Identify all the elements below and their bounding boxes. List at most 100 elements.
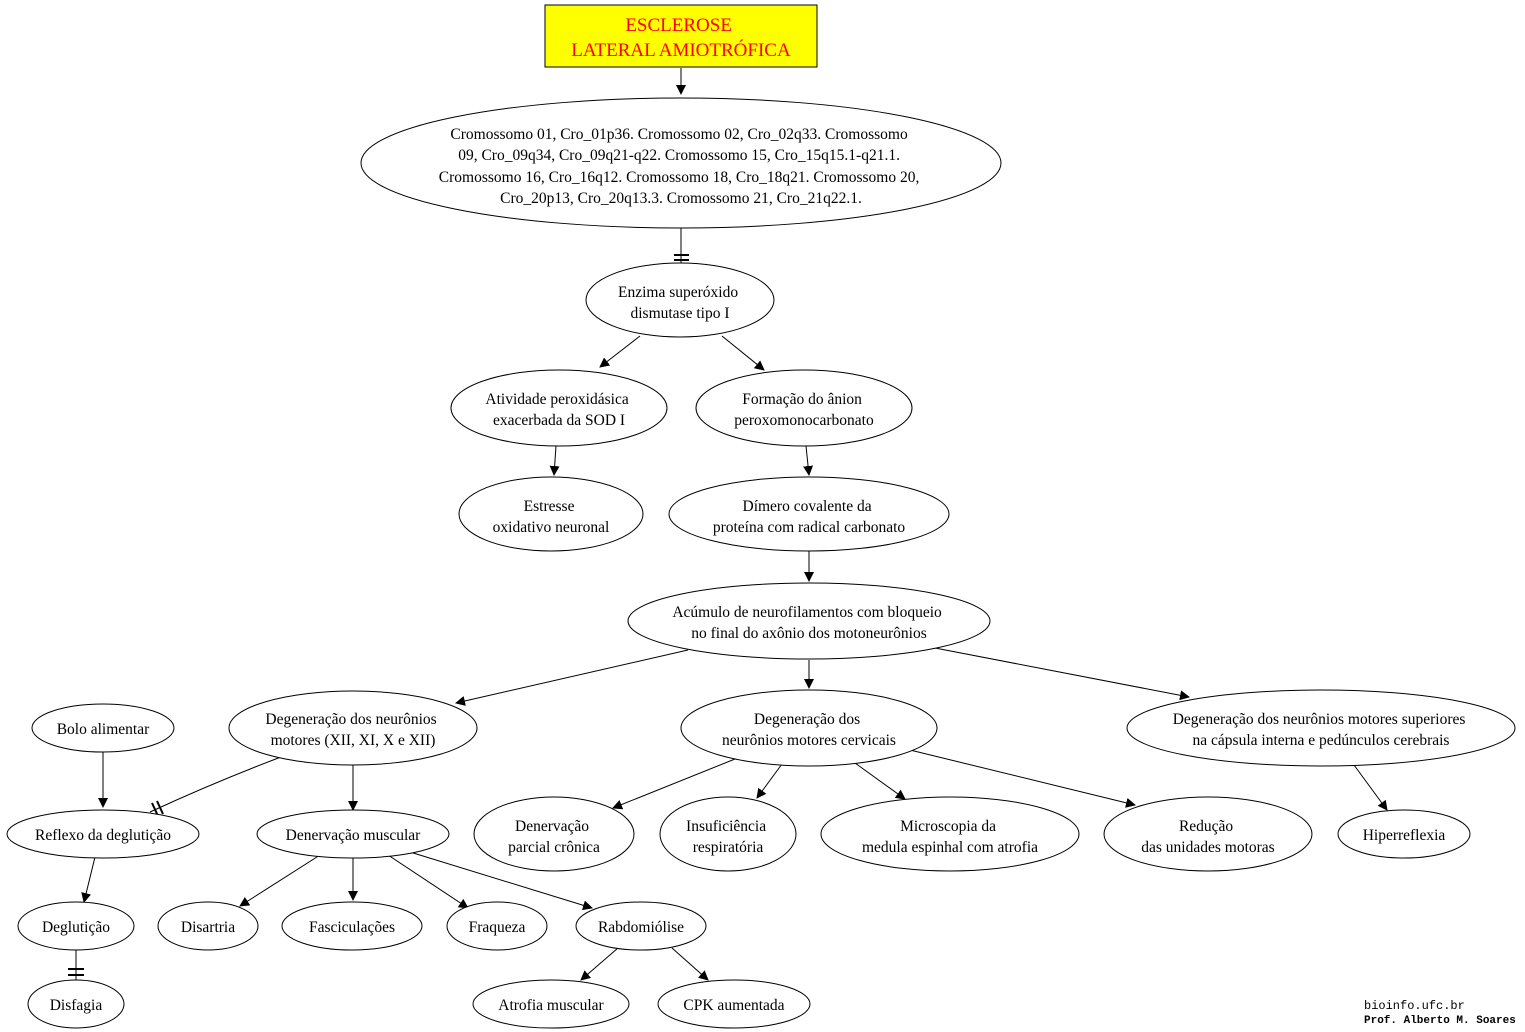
node-label-line: peroxomonocarbonato: [734, 412, 874, 429]
node-degen-cervical: Degeneração dos neurônios motores cervic…: [680, 689, 938, 767]
node-label-line: Atividade peroxidásica: [485, 391, 628, 408]
svg-text:Microscopia da medula: Microscopia da medula espinhal com atrof…: [862, 818, 1038, 856]
node-label-line: Denervação muscular: [286, 827, 422, 844]
node-label-line: no final do axônio dos motoneurônios: [691, 625, 927, 642]
node-shape: [446, 901, 548, 951]
footer: bioinfo.ufc.br Prof. Alberto M. Soares: [1364, 999, 1516, 1027]
node-shape: [585, 262, 775, 338]
node-shape: [668, 476, 950, 552]
edge-degen-cervical-reduction: [909, 749, 1136, 808]
node-label-line: Disartria: [181, 919, 235, 936]
node-shape: [458, 476, 644, 552]
node-shape: [6, 809, 200, 859]
svg-text:Deglutição: Deglutição: [42, 919, 110, 936]
svg-text:Rabdomiólise: Rabdomiólise: [598, 919, 684, 936]
node-shape: [1337, 809, 1471, 859]
node-weakness: Fraqueza: [446, 901, 548, 951]
node-label-line: Cromossomo 01, Cro_01p36. Cromossomo 02,…: [450, 126, 908, 143]
node-label-line: Fraqueza: [469, 919, 526, 936]
node-label-line: Microscopia da: [900, 818, 996, 835]
svg-text:Disartria: Disartria: [181, 919, 235, 936]
node-shape: [820, 796, 1080, 872]
node-label-line: Cro_20p13, Cro_20q13.3. Cromossomo 21, C…: [500, 190, 862, 207]
node-label-line: oxidativo neuronal: [493, 519, 610, 536]
node-swallowing: Deglutição: [17, 901, 135, 951]
node-label-line: Rabdomiólise: [598, 919, 684, 936]
node-hyperreflexia: Hiperreflexia: [1337, 809, 1471, 859]
node-label-line: Degeneração dos neurônios motores superi…: [1173, 711, 1466, 728]
title-line: LATERAL AMIOTRÓFICA: [571, 39, 791, 61]
node-shape: [31, 703, 175, 753]
edge-degen-cervical-microscopy: [854, 762, 906, 800]
node-respiratory: Insuficiência respiratória: [659, 796, 797, 872]
node-title: ESCLEROSE LATERAL AMIOTRÓFICA: [544, 4, 818, 68]
edge-denervation-dysarthria: [239, 854, 321, 907]
node-dysarthria: Disartria: [157, 901, 259, 951]
node-shape: [1103, 796, 1313, 872]
node-label-line: 09, Cro_09q34, Cro_09q21-q22. Cromossomo…: [458, 147, 900, 164]
node-label-line: Redução: [1179, 818, 1233, 835]
svg-text:Bolo alimentar: Bolo alimentar: [57, 721, 150, 738]
footer-author: Prof. Alberto M. Soares: [1364, 1015, 1516, 1027]
node-shape: [659, 796, 797, 872]
node-dysphagia: Disfagia: [27, 979, 125, 1029]
node-label-line: exacerbada da SOD I: [493, 412, 625, 429]
node-dimer: Dímero covalente da proteína com radical…: [668, 476, 950, 552]
node-shape: [450, 369, 668, 447]
node-microscopy: Microscopia da medula espinhal com atrof…: [820, 796, 1080, 872]
node-shape: [657, 979, 811, 1029]
edge-denervation-weakness: [387, 854, 469, 909]
node-label-line: Disfagia: [50, 997, 103, 1014]
node-label-line: Deglutição: [42, 919, 110, 936]
nodes: ESCLEROSE LATERAL AMIOTRÓFICA Cromossomo…: [6, 4, 1516, 1029]
node-label-line: Denervação: [515, 818, 589, 835]
svg-text:Reflexo da deglutição: Reflexo da deglutição: [35, 827, 171, 844]
node-label-line: Hiperreflexia: [1363, 827, 1446, 844]
edge-enzyme-peroxidase: [599, 335, 641, 368]
svg-text:Hiperreflexia: Hiperreflexia: [1363, 827, 1446, 844]
node-label-line: das unidades motoras: [1141, 839, 1274, 856]
node-atrophy: Atrofia muscular: [472, 979, 630, 1029]
edges: [68, 68, 1388, 981]
node-label-line: Enzima superóxido: [618, 284, 738, 301]
node-shape: [281, 901, 423, 951]
node-shape: [17, 901, 135, 951]
node-reflex: Reflexo da deglutição: [6, 809, 200, 859]
svg-text:Atividade peroxidásica: Atividade peroxidásica exacerbada da SOD…: [485, 391, 632, 429]
node-shape: [27, 979, 125, 1029]
node-label-line: Cromossomo 16, Cro_16q12. Cromossomo 18,…: [439, 169, 920, 186]
edge-rhabdo-atrophy: [580, 947, 619, 981]
node-reduction: Redução das unidades motoras: [1103, 796, 1313, 872]
node-label-line: Atrofia muscular: [498, 997, 604, 1014]
svg-text:Fraqueza: Fraqueza: [469, 919, 526, 936]
svg-text:Enzima superóxido dism: Enzima superóxido dismutase tipo I: [618, 284, 742, 322]
node-label-line: Estresse: [524, 498, 575, 515]
node-anion: Formação do ânion peroxomonocarbonato: [695, 369, 913, 447]
svg-text:Redução das unidades m: Redução das unidades motoras: [1141, 818, 1274, 856]
node-enzyme: Enzima superóxido dismutase tipo I: [585, 262, 775, 338]
node-shape: [360, 97, 1002, 229]
svg-text:Dímero covalente da pr: Dímero covalente da proteína com radical…: [713, 498, 906, 536]
edge-accumulation-degen-upper: [934, 647, 1190, 701]
svg-text:Atrofia muscular: Atrofia muscular: [498, 997, 604, 1014]
title-box: [544, 4, 818, 68]
edge-enzyme-anion: [721, 335, 765, 371]
node-chromosomes: Cromossomo 01, Cro_01p36. Cromossomo 02,…: [360, 97, 1002, 229]
node-shape: [575, 901, 707, 951]
node-shape: [627, 582, 991, 660]
svg-text:Disfagia: Disfagia: [50, 997, 103, 1014]
edge-degen-motor-reflex: [149, 756, 282, 813]
svg-text:Denervação muscular: Denervação muscular: [286, 827, 422, 844]
node-label-line: respiratória: [693, 839, 764, 856]
svg-text:Degeneração dos neurôn: Degeneração dos neurônios motores cervic…: [722, 711, 896, 749]
node-shape: [695, 369, 913, 447]
svg-text:Degeneração dos neurônios: Degeneração dos neurônios motores (XII, …: [265, 711, 440, 749]
node-label-line: Bolo alimentar: [57, 721, 150, 738]
edge-peroxidase-stress: [549, 445, 560, 476]
node-shape: [680, 689, 938, 767]
node-label-line: Dímero covalente da: [743, 498, 872, 515]
node-label-line: medula espinhal com atrofia: [862, 839, 1038, 856]
node-denervation: Denervação muscular: [256, 809, 450, 859]
svg-text:Denervação parcial crô: Denervação parcial crônica: [508, 818, 600, 856]
edge-degen-upper-hyperreflexia: [1353, 764, 1388, 811]
